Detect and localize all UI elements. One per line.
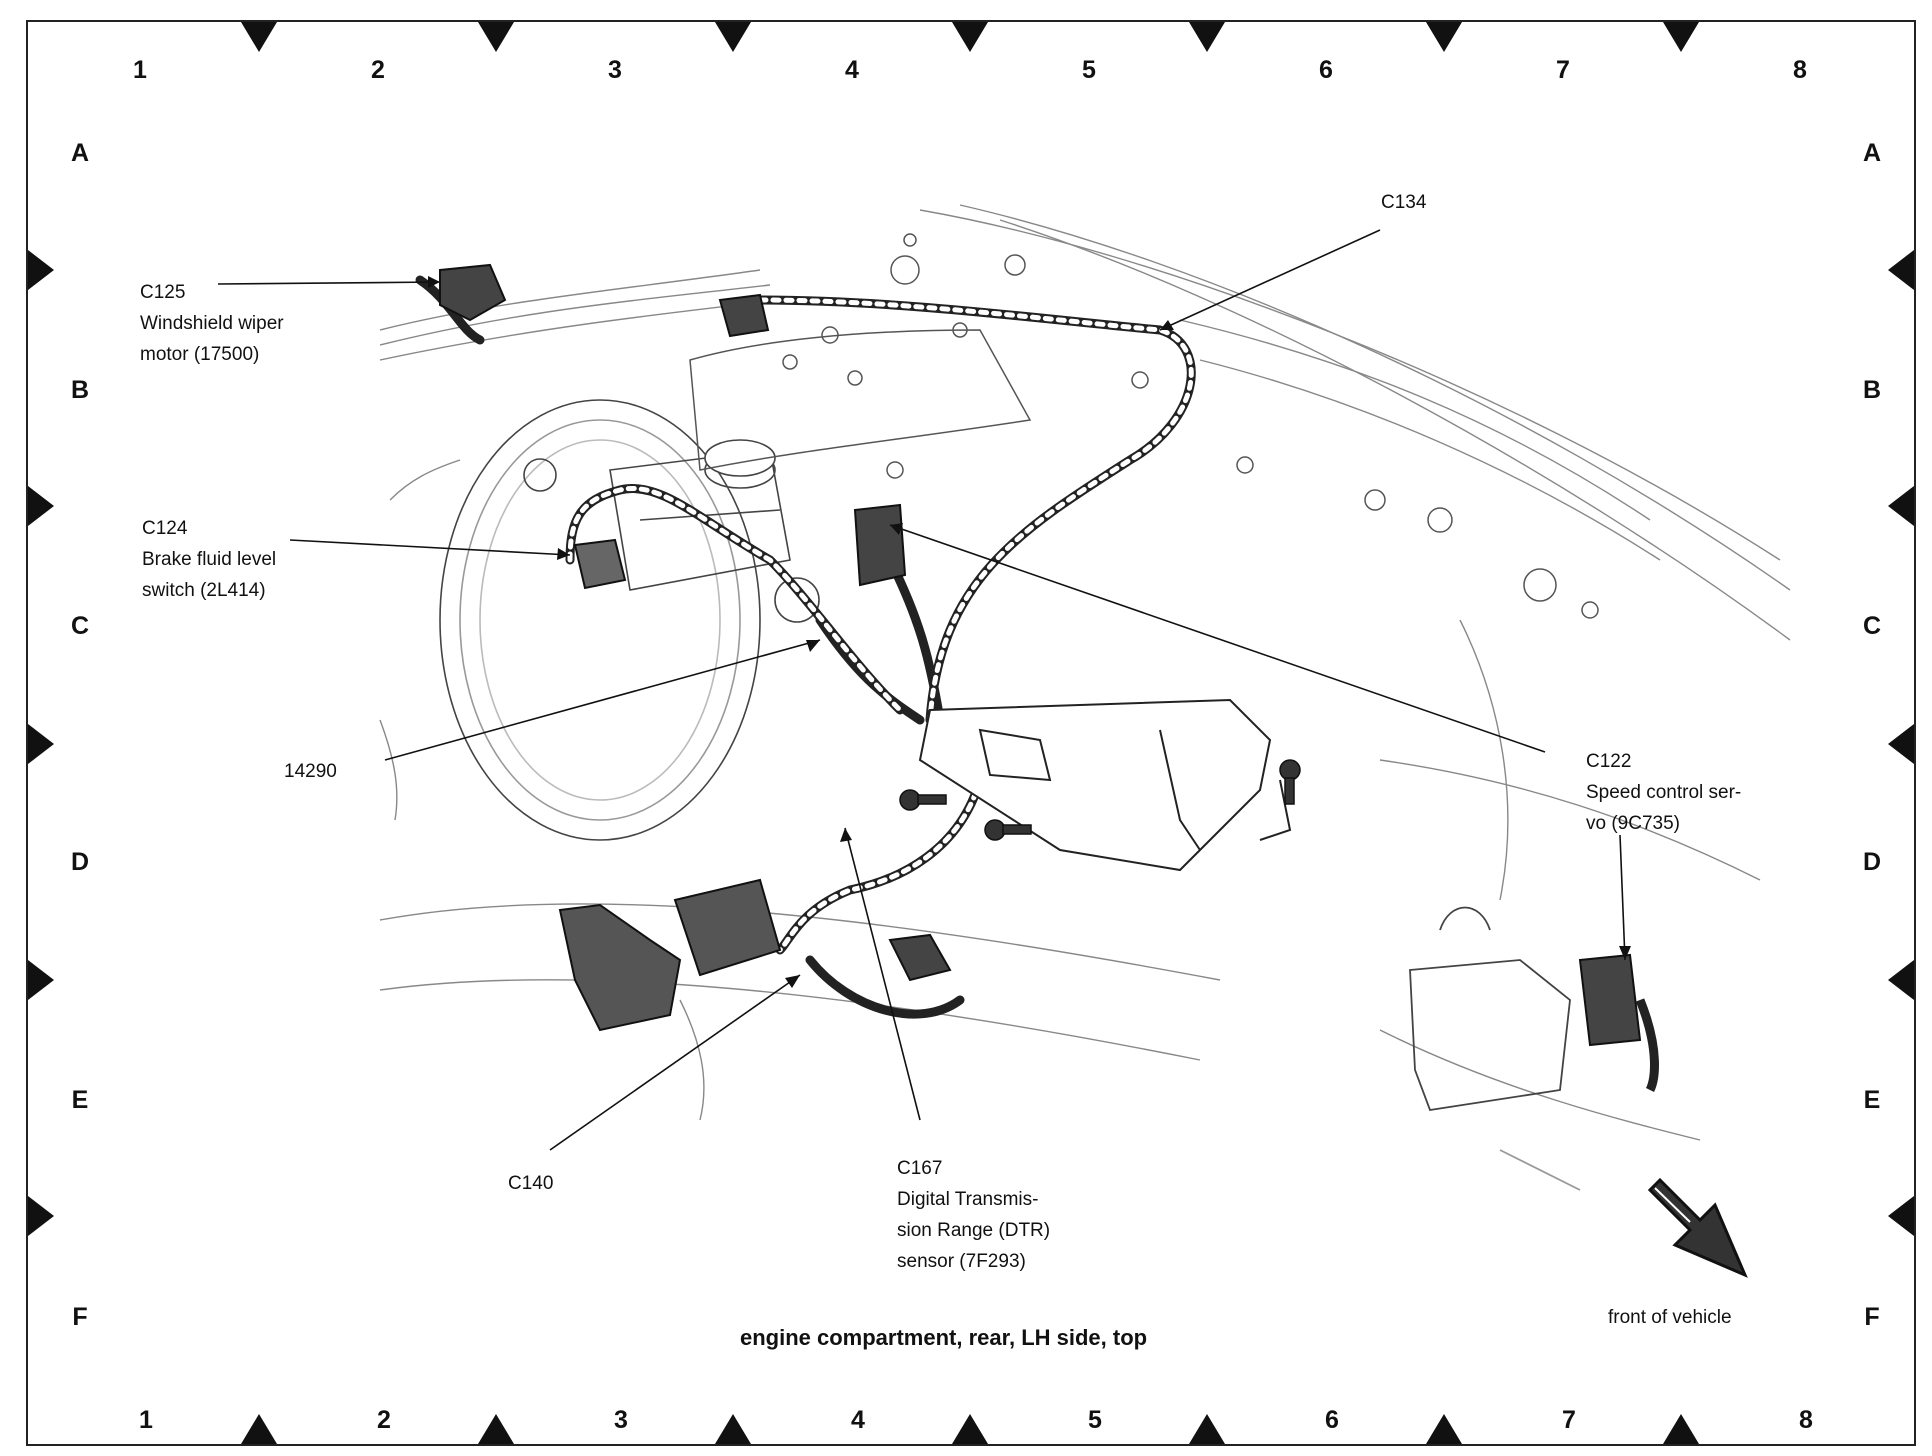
grid-row-right-C: C <box>1862 612 1882 640</box>
diagram-caption: engine compartment, rear, LH side, top <box>740 1325 1148 1350</box>
front-of-vehicle-arrow-icon <box>1647 1177 1748 1278</box>
grid-row-right-E: E <box>1863 1086 1881 1114</box>
grid-tick-left-4 <box>28 960 54 1000</box>
grid-tick-bottom-3 <box>715 1414 751 1444</box>
grid-column-bottom-1: 1 <box>139 1406 153 1434</box>
grid-column-top-2: 2 <box>371 56 385 84</box>
callout-c167-line-2: sion Range (DTR) <box>897 1220 1051 1241</box>
grid-column-bottom-3: 3 <box>614 1406 628 1434</box>
grid-tick-right-2 <box>1888 486 1914 526</box>
callout-c122: C122 Speed control ser- vo (9C735) <box>1586 746 1741 839</box>
grid-row-right-B: B <box>1862 376 1882 404</box>
grid-row-right-D: D <box>1862 848 1882 876</box>
callout-c124: C124 Brake fluid level switch (2L414) <box>142 513 276 606</box>
grid-row-left-B: B <box>70 376 90 404</box>
grid-row-left-E: E <box>71 1086 89 1114</box>
grid-column-bottom-4: 4 <box>851 1406 865 1434</box>
callout-c122-line-1: Speed control ser- <box>1586 782 1742 803</box>
grid-tick-top-6 <box>1426 22 1462 52</box>
callout-c122-id: C122 <box>1586 751 1632 772</box>
grid-tick-left-3 <box>28 724 54 764</box>
callout-c122-line-2: vo (9C735) <box>1586 813 1680 834</box>
callout-c124-line-2: switch (2L414) <box>142 580 266 601</box>
front-of-vehicle-label: front of vehicle <box>1608 1307 1732 1328</box>
grid-tick-bottom-2 <box>478 1414 514 1444</box>
callout-c125: C125 Windshield wiper motor (17500) <box>140 277 284 370</box>
grid-column-top-7: 7 <box>1556 56 1570 84</box>
callout-c125-id: C125 <box>140 282 186 303</box>
grid-tick-top-4 <box>952 22 988 52</box>
grid-tick-right-3 <box>1888 724 1914 764</box>
bolt-drawings <box>899 759 1301 841</box>
grid-row-right-A: A <box>1862 139 1882 167</box>
grid-tick-top-2 <box>478 22 514 52</box>
callout-leader-lines <box>217 229 1626 1151</box>
grid-tick-top-3 <box>715 22 751 52</box>
callout-c140: C140 <box>508 1168 553 1199</box>
grid-tick-bottom-6 <box>1426 1414 1462 1444</box>
grid-column-top-4: 4 <box>845 56 859 84</box>
grid-column-top-8: 8 <box>1793 56 1807 84</box>
leader-arrowheads <box>428 276 1631 988</box>
grid-tick-left-2 <box>28 486 54 526</box>
grid-row-left-D: D <box>70 848 90 876</box>
grid-tick-top-7 <box>1663 22 1699 52</box>
callout-c167-line-3: sensor (7F293) <box>897 1251 1026 1272</box>
grid-row-left-A: A <box>70 139 90 167</box>
grid-column-top-5: 5 <box>1082 56 1096 84</box>
grid-tick-left-5 <box>28 1196 54 1236</box>
grid-tick-bottom-4 <box>952 1414 988 1444</box>
diagram-frame <box>26 20 1916 1446</box>
callout-14290-id: 14290 <box>284 761 337 782</box>
connector-drawings <box>439 263 1642 1047</box>
grid-column-bottom-7: 7 <box>1562 1406 1576 1434</box>
callout-c124-id: C124 <box>142 518 188 539</box>
grid-tick-top-5 <box>1189 22 1225 52</box>
strut-tower-drawing <box>689 233 1599 619</box>
grid-column-bottom-6: 6 <box>1325 1406 1339 1434</box>
callout-c140-id: C140 <box>508 1173 554 1194</box>
grid-tick-right-4 <box>1888 960 1914 1000</box>
grid-column-top-1: 1 <box>133 56 147 84</box>
callout-c167: C167 Digital Transmis- sion Range (DTR) … <box>897 1153 1050 1277</box>
callout-c167-id: C167 <box>897 1158 943 1179</box>
callout-c134: C134 <box>1381 187 1426 218</box>
grid-tick-right-1 <box>1888 250 1914 290</box>
grid-tick-bottom-1 <box>241 1414 277 1444</box>
grid-column-top-6: 6 <box>1319 56 1333 84</box>
grid-column-bottom-8: 8 <box>1799 1406 1813 1434</box>
grid-tick-top-1 <box>241 22 277 52</box>
grid-column-bottom-2: 2 <box>377 1406 391 1434</box>
grid-tick-left-1 <box>28 250 54 290</box>
grid-tick-bottom-5 <box>1189 1414 1225 1444</box>
callout-c125-line-1: Windshield wiper <box>140 313 284 334</box>
callout-c124-line-1: Brake fluid level <box>142 549 277 570</box>
callout-c134-id: C134 <box>1381 192 1427 213</box>
grid-tick-markers <box>28 22 1914 1444</box>
grid-column-bottom-5: 5 <box>1088 1406 1102 1434</box>
grid-row-right-F: F <box>1864 1303 1880 1331</box>
grid-row-left-F: F <box>72 1303 88 1331</box>
callout-c125-line-2: motor (17500) <box>140 344 260 365</box>
vehicle-linework <box>379 204 1791 1141</box>
wiring-harness-drawing <box>415 275 1196 1019</box>
harness-bracket-drawing <box>918 698 1292 872</box>
grid-column-top-3: 3 <box>608 56 622 84</box>
callout-14290: 14290 <box>284 756 337 787</box>
grid-tick-right-5 <box>1888 1196 1914 1236</box>
callout-c167-line-1: Digital Transmis- <box>897 1189 1039 1210</box>
speed-control-servo-drawing <box>1409 906 1659 1191</box>
grid-row-left-C: C <box>70 612 90 640</box>
brake-booster-drawing <box>439 399 820 841</box>
grid-tick-bottom-7 <box>1663 1414 1699 1444</box>
